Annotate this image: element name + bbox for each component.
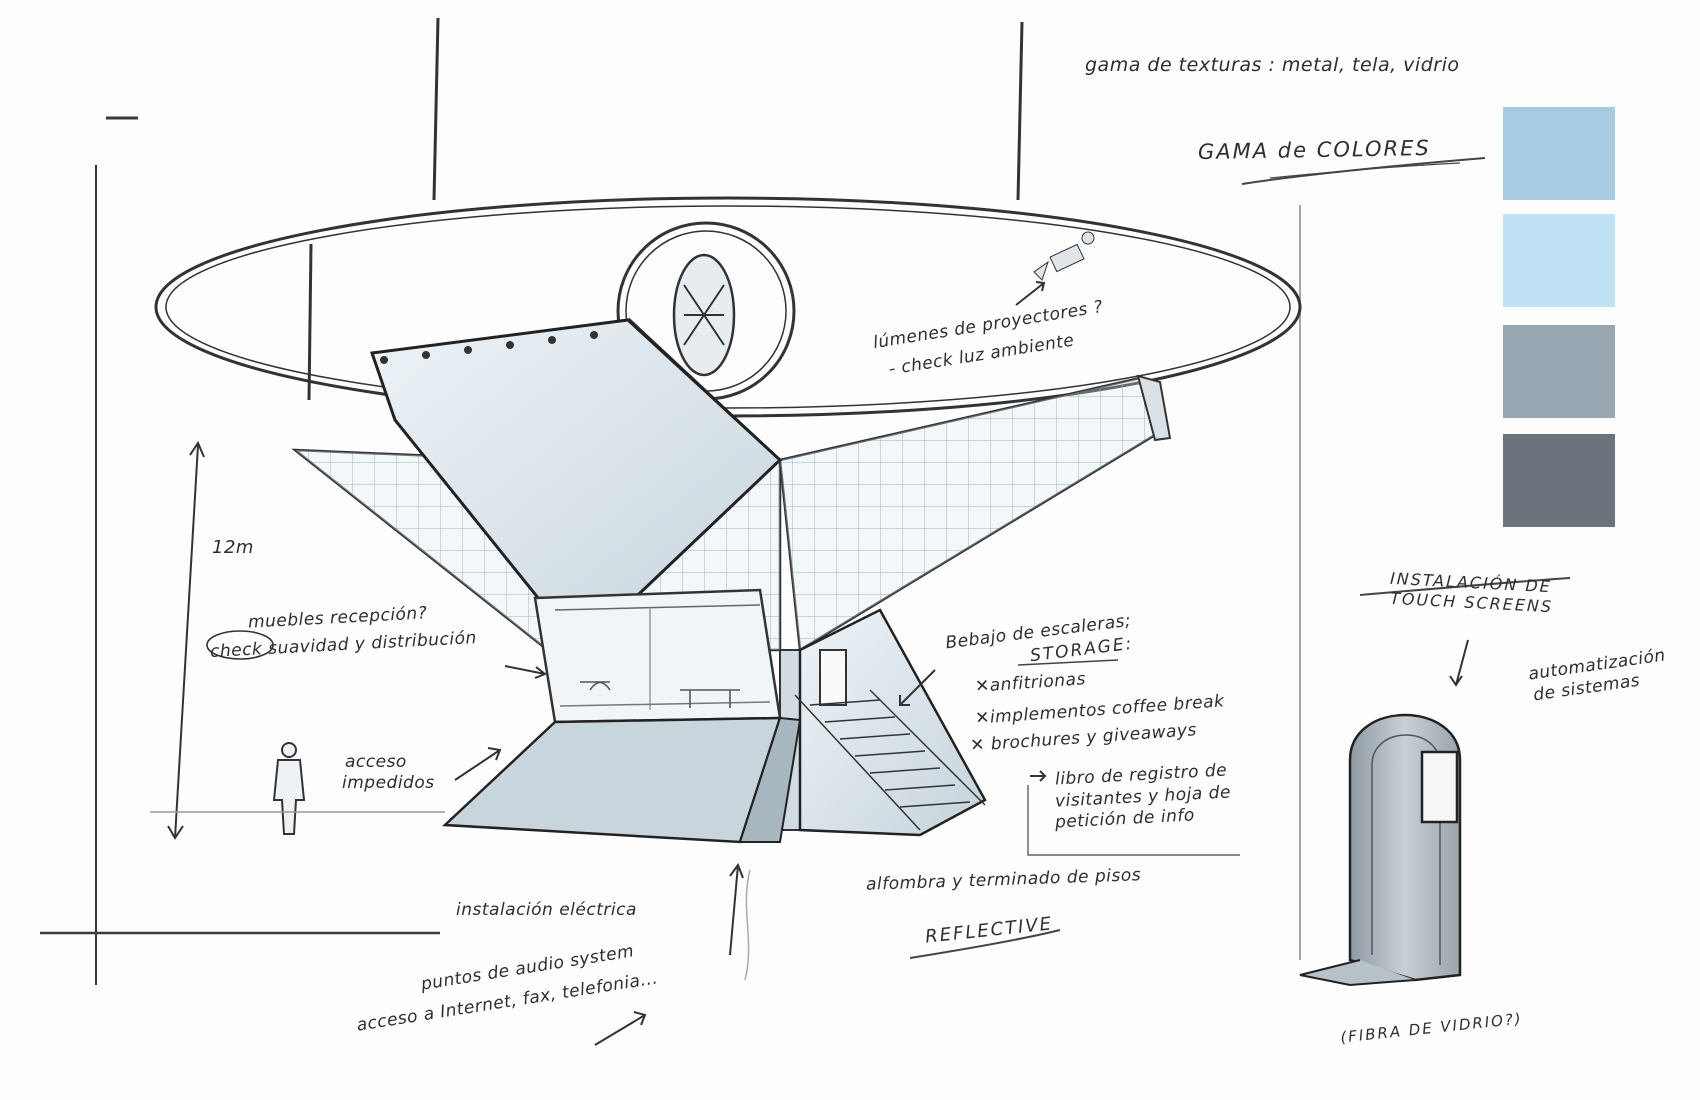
touchscreen-kiosk xyxy=(1300,715,1460,985)
color-swatch-4 xyxy=(1503,434,1615,527)
underline-strokes xyxy=(910,158,1570,958)
textures-note: gama de texturas : metal, tela, vidrio xyxy=(1085,55,1459,76)
height-dimension-arrow xyxy=(168,443,204,838)
palette-title: GAMA de COLORES xyxy=(1198,138,1431,163)
spotlight-icon xyxy=(1034,232,1094,280)
base-platform xyxy=(445,718,800,842)
color-swatch-1 xyxy=(1503,107,1615,200)
color-swatch-3 xyxy=(1503,325,1615,418)
reception-room xyxy=(535,590,780,722)
human-scale-figure xyxy=(274,743,304,834)
electrical-note: instalación eléctrica xyxy=(456,900,637,921)
dimension-label: 12m xyxy=(212,537,254,558)
right-glass-wing xyxy=(780,376,1170,650)
access-note-line-2: impedidos xyxy=(342,773,435,794)
color-swatch-2 xyxy=(1503,214,1615,307)
access-note-line-1: acceso xyxy=(345,752,407,773)
